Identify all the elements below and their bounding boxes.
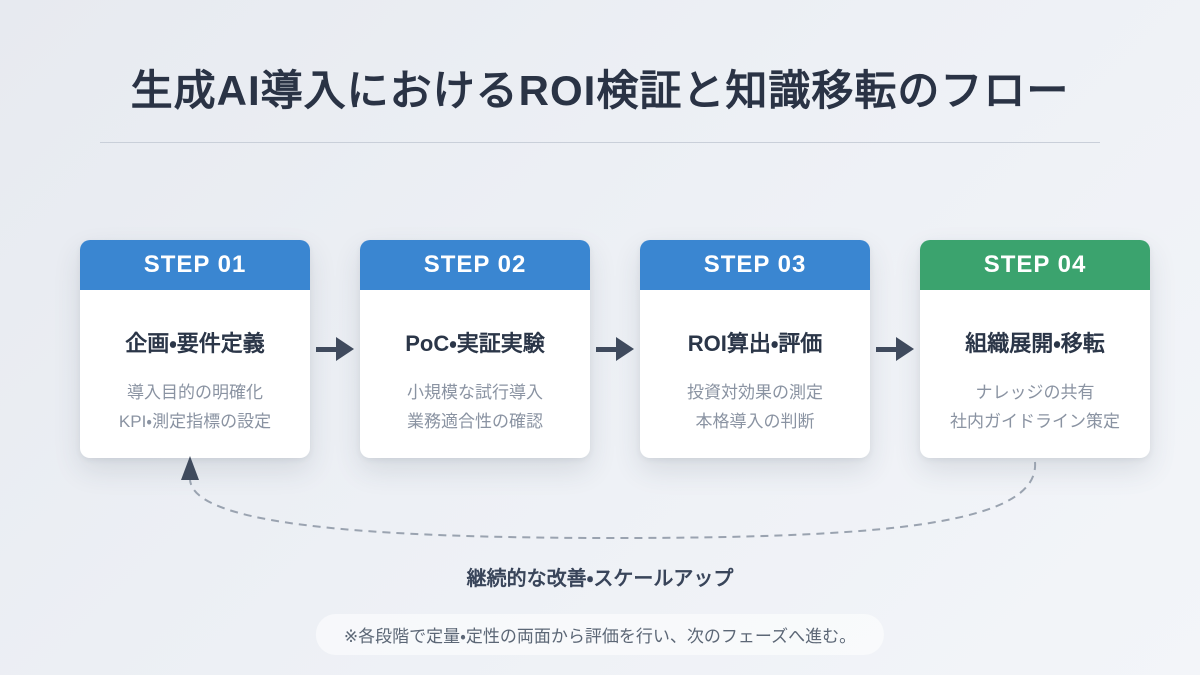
step-02-label: STEP 02 [423, 251, 527, 278]
step-01-body: 企画・要件定義 導入目的の明確化 KPI・測定指標の設定 [80, 290, 310, 458]
arrow-right-icon [310, 337, 360, 361]
page-title: 生成AI導入におけるROI検証と知識移転のフロー [130, 67, 1070, 114]
flow-row: STEP 01 企画・要件定義 導入目的の明確化 KPI・測定指標の設定 STE… [80, 240, 1150, 458]
step-04-detail-line: ナレッジの共有 [975, 383, 1095, 402]
step-04-detail-line: 社内ガイドライン策定 [950, 412, 1120, 431]
step-card-02: STEP 02 PoC・実証実験 小規模な試行導入 業務適合性の確認 [360, 240, 590, 458]
step-01-label: STEP 01 [143, 251, 247, 278]
step-02-body: PoC・実証実験 小規模な試行導入 業務適合性の確認 [360, 290, 590, 458]
step-03-body: ROI算出・評価 投資対効果の測定 本格導入の判断 [640, 290, 870, 458]
step-card-04: STEP 04 組織展開・移転 ナレッジの共有 社内ガイドライン策定 [920, 240, 1150, 458]
step-03-label: STEP 03 [703, 251, 807, 278]
arrow-right-icon [876, 337, 914, 361]
arrow-right-icon [870, 337, 920, 361]
loop-label: 継続的な改善・スケールアップ [466, 568, 734, 590]
step-card-01: STEP 01 企画・要件定義 導入目的の明確化 KPI・測定指標の設定 [80, 240, 310, 458]
step-02-detail-line: 業務適合性の確認 [407, 412, 543, 431]
step-02-detail-line: 小規模な試行導入 [407, 383, 543, 402]
step-04-title: 組織展開・移転 [965, 331, 1105, 356]
step-01-title: 企画・要件定義 [125, 331, 265, 356]
arrow-right-icon [590, 337, 640, 361]
step-04-body: 組織展開・移転 ナレッジの共有 社内ガイドライン策定 [920, 290, 1150, 458]
step-03-title: ROI算出・評価 [687, 331, 823, 356]
footnote-pill: ※各段階で定量・定性の両面から評価を行い、次のフェーズへ進む。 [315, 614, 885, 655]
arrow-right-icon [596, 337, 634, 361]
step-03-detail-line: 投資対効果の測定 [687, 383, 823, 402]
step-01-detail-line: 導入目的の明確化 [127, 383, 263, 402]
step-04-badge: STEP 04 [920, 240, 1150, 290]
arrow-right-icon [316, 337, 354, 361]
step-card-03: STEP 03 ROI算出・評価 投資対効果の測定 本格導入の判断 [640, 240, 870, 458]
step-03-detail-line: 本格導入の判断 [695, 412, 815, 431]
step-04-label: STEP 04 [983, 251, 1087, 278]
step-03-badge: STEP 03 [640, 240, 870, 290]
step-01-detail-line: KPI・測定指標の設定 [118, 412, 272, 431]
footnote-text: ※各段階で定量・定性の両面から評価を行い、次のフェーズへ進む。 [343, 627, 857, 646]
title-divider [100, 142, 1100, 143]
step-02-badge: STEP 02 [360, 240, 590, 290]
step-02-title: PoC・実証実験 [405, 331, 545, 356]
step-01-badge: STEP 01 [80, 240, 310, 290]
